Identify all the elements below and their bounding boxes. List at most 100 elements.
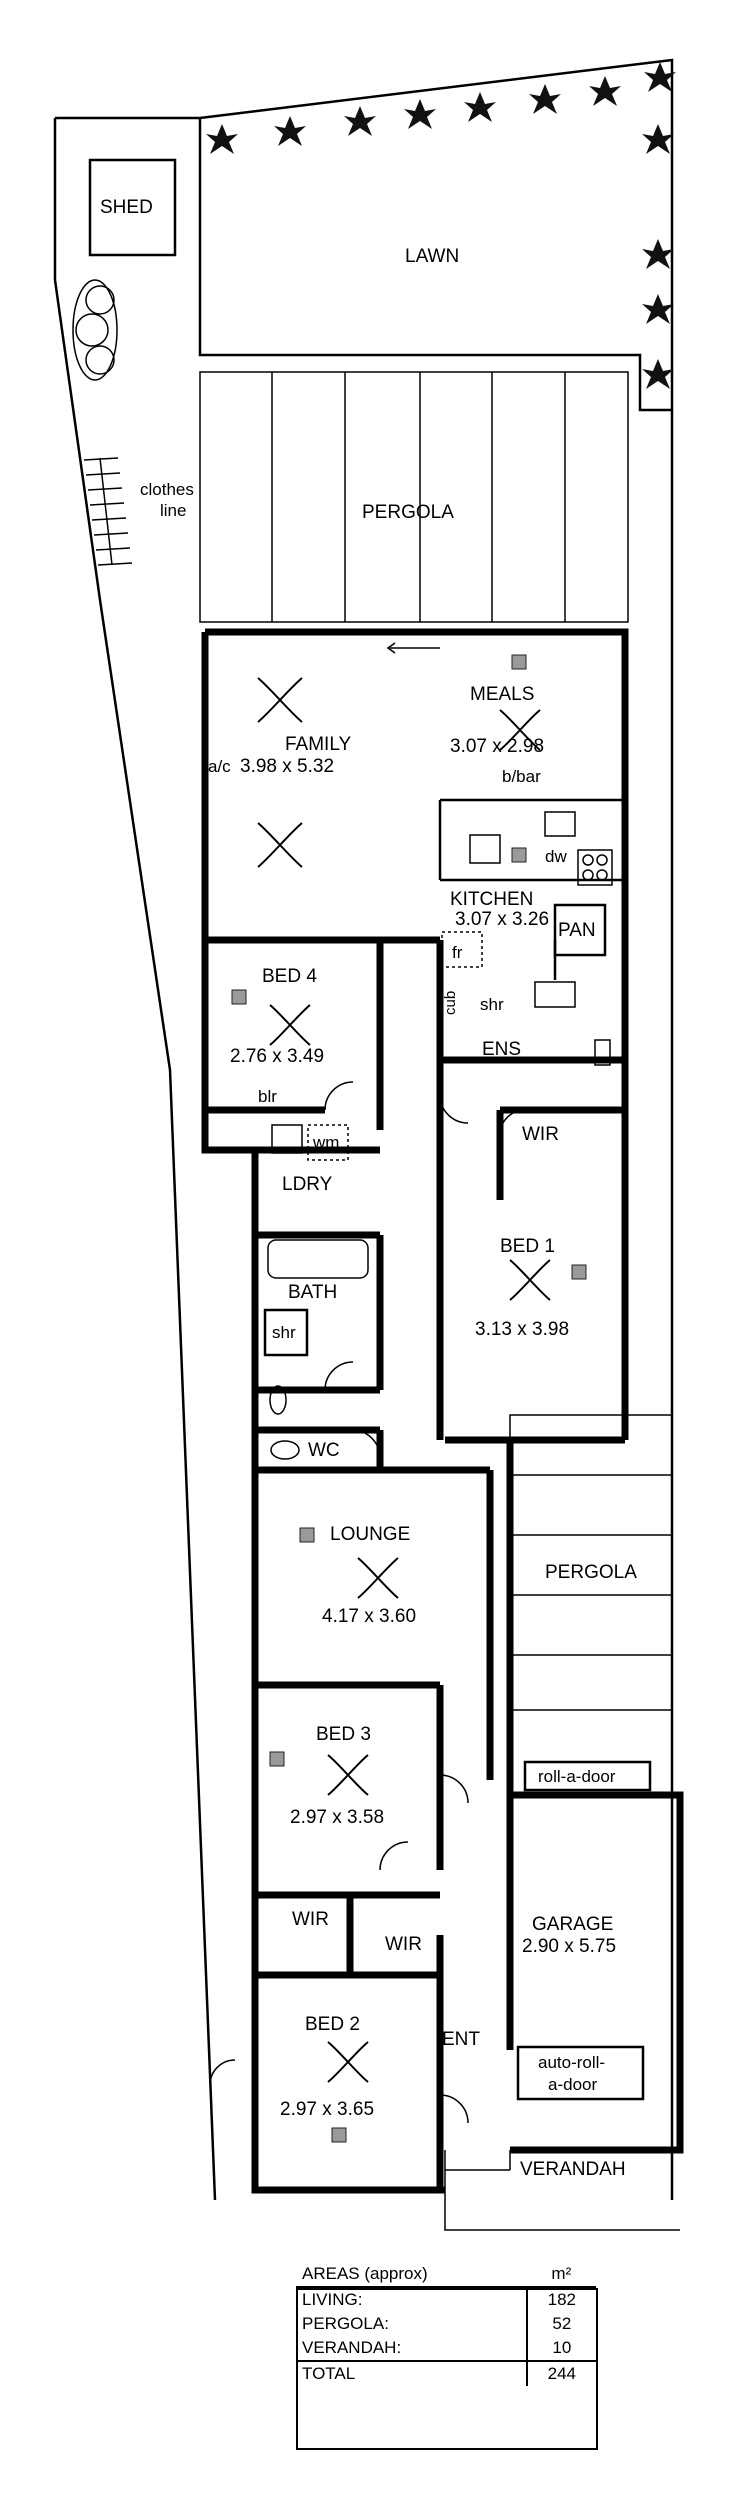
wm-label: wm xyxy=(312,1133,339,1152)
wir2-label: WIR xyxy=(385,1934,422,1955)
pantry-outline xyxy=(553,903,607,957)
bed2-label: BED 2 xyxy=(305,2014,360,2035)
trough-icon xyxy=(271,1124,303,1154)
light-icon xyxy=(511,654,527,670)
rear-pergola xyxy=(199,371,629,623)
areas-row-value: 182 xyxy=(525,2287,596,2312)
blr-label: blr xyxy=(258,1087,277,1106)
areas-row-label: LIVING: xyxy=(302,2290,363,2309)
vanity-icon xyxy=(534,981,576,1008)
fridge-space xyxy=(441,931,483,968)
bbar-label: b/bar xyxy=(502,767,541,786)
basin-icon xyxy=(269,1385,287,1415)
areas-title: AREAS (approx) xyxy=(296,2262,527,2288)
areas-unit: m² xyxy=(526,2262,596,2288)
bath-label: BATH xyxy=(288,1282,337,1303)
ldry-label: LDRY xyxy=(282,1174,333,1195)
areas-header-row: AREAS (approx) m² xyxy=(296,2262,596,2288)
areas-total-label: TOTAL xyxy=(296,2360,527,2386)
wc-label: WC xyxy=(308,1440,340,1461)
cooktop-icon xyxy=(577,849,613,886)
interior-walls xyxy=(205,798,625,2190)
shower-outline xyxy=(263,1308,309,1357)
lounge-dim: 4.17 x 3.60 xyxy=(322,1606,416,1627)
light-icon xyxy=(299,1527,315,1543)
verandah-label: VERANDAH xyxy=(520,2159,626,2180)
door-swings xyxy=(209,1081,526,2124)
verandah-outline xyxy=(444,2150,680,2231)
bath-shr-label: shr xyxy=(272,1323,296,1342)
clothesline-label-2: line xyxy=(160,501,186,520)
light-icon xyxy=(231,989,247,1005)
fr-label: fr xyxy=(452,943,463,962)
bed3-dim: 2.97 x 3.58 xyxy=(290,1807,384,1828)
ens-label: ENS xyxy=(482,1039,521,1060)
bed4-dim: 2.76 x 3.49 xyxy=(230,1046,324,1067)
shed-outline xyxy=(88,158,177,257)
ent-label: ENT xyxy=(442,2029,480,2050)
pan-label: PAN xyxy=(558,920,596,941)
light-icon xyxy=(331,2127,347,2143)
wir3-label: WIR xyxy=(292,1909,329,1930)
clothesline-label: clothes xyxy=(140,480,194,499)
family-dim: 3.98 x 5.32 xyxy=(240,756,334,777)
ceiling-fan-icon xyxy=(327,2041,369,2083)
bed1-label: BED 1 xyxy=(500,1236,555,1257)
site-boundary xyxy=(53,58,674,2201)
wir1-label: WIR xyxy=(522,1124,559,1145)
light-icon xyxy=(571,1264,587,1280)
lounge-label: LOUNGE xyxy=(330,1524,410,1545)
bed2-dim: 2.97 x 3.65 xyxy=(280,2099,374,2120)
areas-total-value: 244 xyxy=(525,2360,596,2386)
wm-space xyxy=(307,1124,349,1161)
areas-row-pergola: PERGOLA: 52 xyxy=(296,2312,596,2336)
roll-a-door-label: roll-a-door xyxy=(538,1767,616,1786)
garage-dim: 2.90 x 5.75 xyxy=(522,1936,616,1957)
meals-dim: 3.07 x 2.98 xyxy=(450,736,544,757)
shed-label: SHED xyxy=(100,197,153,218)
pergola-label-bg xyxy=(540,1558,655,1582)
shrub-icon xyxy=(72,279,118,381)
tree-icon xyxy=(206,62,676,389)
auto-roll-a-door xyxy=(516,2045,645,2101)
roll-a-door xyxy=(523,1760,652,1792)
auto-roll-label-1: auto-roll- xyxy=(538,2053,605,2072)
ceiling-fan-icon xyxy=(257,822,303,868)
ac-label: a/c xyxy=(208,757,231,776)
bed1-dim: 3.13 x 3.98 xyxy=(475,1319,569,1340)
light-icon xyxy=(269,1751,285,1767)
clothesline-icon xyxy=(83,457,133,566)
kitchen-dim: 3.07 x 3.26 xyxy=(455,909,549,930)
ceiling-fan-icon xyxy=(509,1259,551,1301)
ceiling-fan-icon xyxy=(269,1004,311,1046)
areas-row-verandah: VERANDAH: 10 xyxy=(296,2336,596,2361)
areas-row-living: LIVING: 182 xyxy=(296,2287,596,2312)
light-icon xyxy=(511,847,527,863)
side-pergola-label: PERGOLA xyxy=(545,1562,637,1583)
areas-row-label: PERGOLA: xyxy=(302,2314,389,2333)
family-label: FAMILY xyxy=(285,734,351,755)
garage-label: GARAGE xyxy=(532,1914,613,1935)
bathtub-icon xyxy=(267,1239,369,1279)
kitchen-label: KITCHEN xyxy=(450,889,533,910)
ceiling-fan-icon xyxy=(327,1754,369,1796)
sink-icon xyxy=(469,834,501,864)
toilet-icon xyxy=(270,1440,300,1460)
sliding-door xyxy=(348,631,490,654)
side-pergola xyxy=(509,1414,673,1711)
auto-roll-label-2: a-door xyxy=(548,2075,597,2094)
sink-icon-2 xyxy=(544,811,576,837)
areas-row-value: 10 xyxy=(525,2336,596,2361)
rear-pergola-label: PERGOLA xyxy=(362,502,454,523)
toilet-icon xyxy=(594,1039,611,1066)
areas-row-value: 52 xyxy=(525,2312,596,2336)
ceiling-fan-icon xyxy=(357,1557,399,1599)
bed3-label: BED 3 xyxy=(316,1724,371,1745)
cub-label: cub xyxy=(442,991,459,1015)
ceiling-fan-icon xyxy=(499,709,541,751)
areas-row-label: VERANDAH: xyxy=(302,2338,402,2357)
meals-label: MEALS xyxy=(470,684,534,705)
areas-row-total: TOTAL 244 xyxy=(296,2360,596,2386)
ens-shr-label: shr xyxy=(480,995,504,1014)
